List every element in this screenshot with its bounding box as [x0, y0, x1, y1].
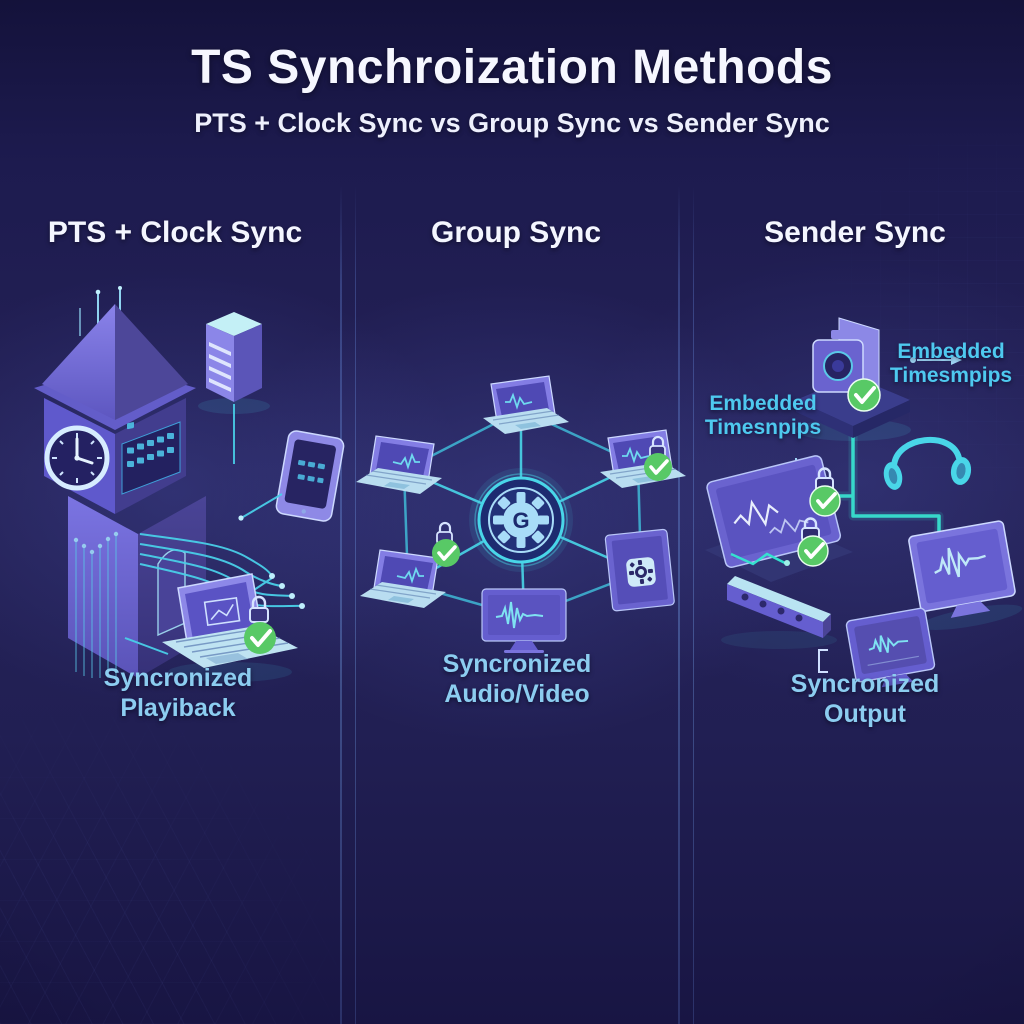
laptop-icon — [355, 435, 443, 495]
sender-sync-illustration — [705, 317, 1023, 688]
column-header-sender-sync: Sender Sync — [764, 216, 946, 249]
caption-synchronized-audio-video: Syncronized Audio/Video — [442, 650, 592, 708]
camera-device-icon — [795, 317, 911, 441]
hub-letter: G — [512, 508, 529, 533]
checkmark-icon — [847, 378, 881, 412]
tablet-icon — [275, 430, 345, 522]
caption-synchronized-playback: Syncronized Playiback — [103, 664, 253, 722]
annotation-embedded-timestamps-right: Embedded Timesmpips — [889, 340, 1013, 388]
server-icon — [198, 312, 270, 464]
checkmark-icon — [809, 485, 841, 517]
bracket-icon — [818, 649, 828, 673]
gear-hub-icon: G — [469, 468, 573, 572]
laptop-icon — [359, 549, 447, 609]
clock-face-icon — [44, 425, 110, 491]
annotation-arrow-right — [910, 355, 962, 365]
column-divider-left — [340, 184, 356, 1024]
digital-timestamp-panel-icon — [121, 421, 181, 495]
checkmark-icon — [644, 453, 672, 481]
circuit-trace-icon — [75, 536, 117, 678]
laptop-icon — [599, 429, 687, 489]
padlock-icon — [249, 595, 269, 623]
annotation-embedded-timestamps-left: Embedded Timesnpips — [704, 392, 822, 440]
page-subtitle: PTS + Clock Sync vs Group Sync vs Sender… — [194, 108, 830, 138]
sync-connection-lines — [124, 493, 303, 655]
checkmark-icon — [432, 539, 460, 567]
checkmark-icon — [797, 535, 829, 567]
column-header-group-sync: Group Sync — [430, 216, 602, 249]
signal-path-icon — [730, 552, 790, 566]
column-header-pts-clock-sync: PTS + Clock Sync — [47, 216, 303, 249]
caption-synchronized-output: Syncronized Output — [790, 670, 940, 728]
connection-node-dots — [238, 515, 305, 609]
clock-tower-icon — [34, 286, 206, 678]
monitor-waveform-icon — [481, 588, 567, 653]
gear-icon: G — [493, 492, 549, 548]
laptop-icon — [162, 573, 298, 682]
soundbar-icon — [721, 576, 837, 649]
headphones-icon — [883, 436, 972, 490]
pts-clock-sync-illustration — [34, 286, 345, 682]
waveform-monitor-icon — [705, 455, 853, 582]
monitor-gear-icon — [604, 528, 675, 612]
checkmark-icon — [244, 622, 276, 654]
page-title: TS Synchroization Methods — [191, 41, 833, 94]
small-monitor-icon — [845, 607, 936, 688]
group-sync-illustration: G — [355, 375, 687, 653]
output-monitor-icon — [908, 520, 1023, 630]
